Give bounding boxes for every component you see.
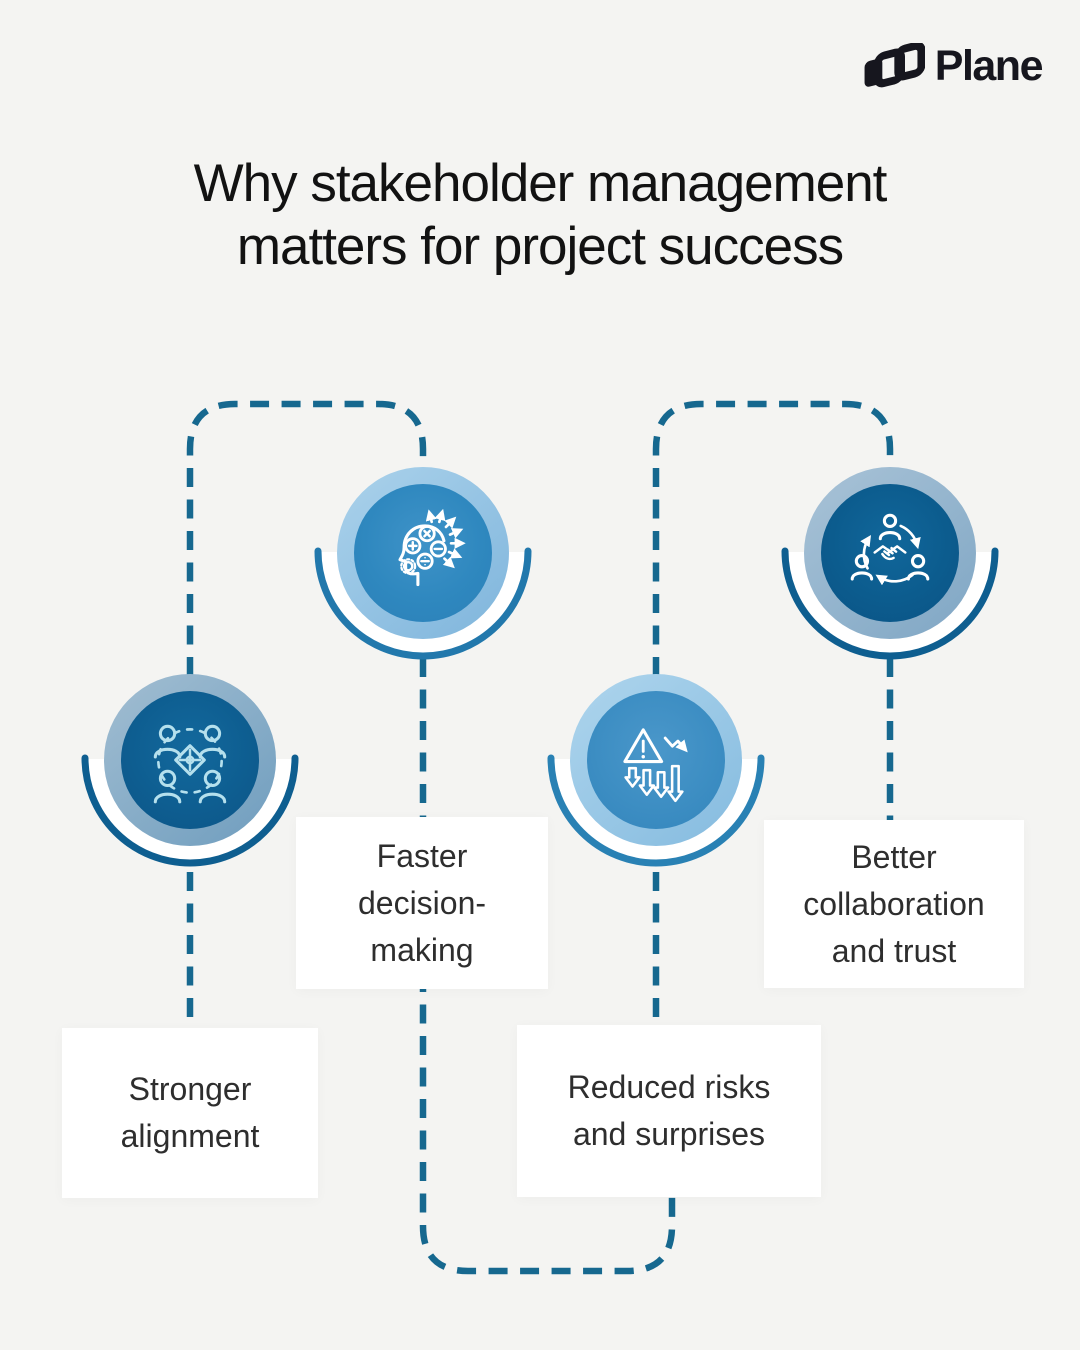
node-arc-gap <box>86 758 294 863</box>
node-arc <box>781 547 999 660</box>
card-label-line: collaboration <box>803 885 985 922</box>
brand-logo: Plane <box>861 42 1044 91</box>
node-better-collaboration <box>804 467 976 639</box>
node-circle <box>121 691 259 829</box>
card-label-line: Stronger <box>128 1071 252 1107</box>
handshake-team-icon <box>850 513 930 586</box>
node-faster-decision-making <box>337 467 509 639</box>
node-arc <box>547 754 765 867</box>
node-circle <box>821 484 959 622</box>
card-faster-decision-making: Faster decision- making <box>296 817 548 989</box>
node-circle <box>587 691 725 829</box>
node-arc-gap <box>552 758 760 863</box>
connector-path <box>419 658 676 1275</box>
card-label-line: making <box>370 931 474 968</box>
page-title-line1: Why stakeholder management <box>193 154 888 213</box>
card-reduced-risks: Reduced risks and surprises <box>517 1025 821 1197</box>
card-label-line: and surprises <box>572 1116 766 1152</box>
node-reduced-risks <box>570 674 742 846</box>
card-label-line: Reduced risks <box>567 1069 771 1105</box>
card-label-line: and trust <box>831 932 957 969</box>
card-label-line: Better <box>851 838 937 875</box>
page-title-line2: matters for project success <box>236 217 844 276</box>
page-title: Why stakeholder management matters for p… <box>0 152 1080 278</box>
brand-name: Plane <box>934 42 1044 90</box>
node-stronger-alignment <box>104 674 276 846</box>
plane-logo-icon <box>864 42 925 87</box>
card-stronger-alignment: Stronger alignment <box>62 1028 318 1198</box>
node-arc-gap <box>319 551 527 656</box>
warning-descending-arrows-icon <box>623 728 688 803</box>
card-label-line: decision- <box>357 884 487 921</box>
card-label-line: alignment <box>120 1118 260 1154</box>
node-circle <box>354 484 492 622</box>
node-arc <box>81 754 299 867</box>
card-better-collaboration: Better collaboration and trust <box>764 820 1024 988</box>
node-arc-gap <box>786 551 994 656</box>
head-calculations-icon <box>398 508 466 587</box>
card-label-line: Faster <box>376 837 468 874</box>
node-arc <box>314 547 532 660</box>
team-puzzle-icon <box>153 724 227 804</box>
